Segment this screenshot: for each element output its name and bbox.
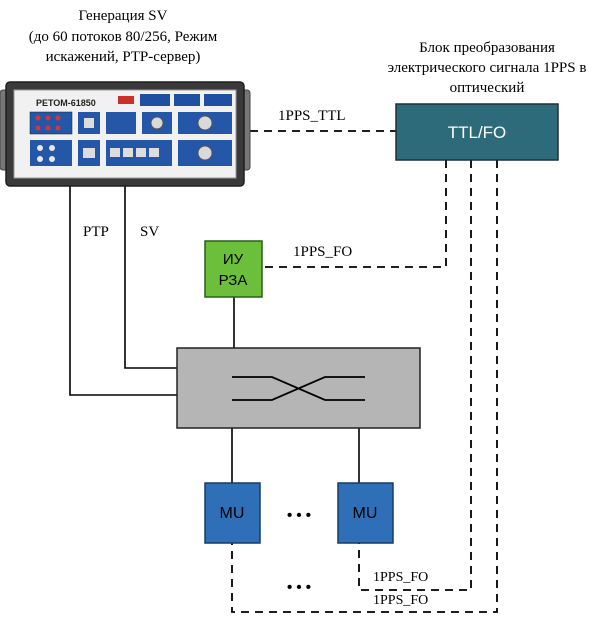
device-port [45,125,51,131]
fo-mu2-link-label: 1PPS_FO [373,570,428,585]
ptp-link-label: PTP [83,224,109,240]
iu-rza-box [204,240,263,298]
fo-iu-link-label: 1PPS_FO [293,244,352,260]
device-port [37,145,43,151]
device-panel [140,94,170,106]
switch-symbol [232,376,365,401]
dashed-links [231,130,498,613]
device-port [35,125,41,131]
switch-path [232,376,365,401]
mu2-label: MU [353,505,378,522]
mu1-box [204,482,261,544]
converter-box [395,103,559,161]
iu-rza-label-line2: РЗА [219,272,248,289]
device-port [197,145,213,161]
device-port [49,145,55,151]
ttl-link-label: 1PPS_TTL [278,108,346,124]
device-label: РЕТОМ-61850 [36,98,96,108]
generator-caption-line3: искажений, PTP-сервер) [46,49,201,65]
retom-device: РЕТОМ-61850 [0,81,251,187]
device-port [37,156,43,162]
converter-caption-line1: Блок преобразования [419,40,555,56]
device-port [55,115,61,121]
device-port [83,148,95,158]
mu1-label: MU [220,505,245,522]
device-module [29,111,73,135]
device-port [49,156,55,162]
solid-links [69,186,360,483]
device-panel [204,94,232,106]
converter-label: TTL/FO [448,123,507,142]
fo-iu-dashed-line [262,160,447,268]
converter-caption-line3: оптический [450,80,525,96]
generator-caption-line1: Генерация SV [79,8,168,24]
ptp-line [69,186,177,396]
sv-link-label: SV [140,224,159,240]
device-panel [174,94,200,106]
mu2-box [337,482,394,544]
iu-rza-label-line1: ИУ [223,251,244,268]
device-port [123,148,133,157]
fo-mu1-dashed-line [231,160,498,613]
converter-caption-line2: электрического сигнала 1PPS в [388,60,587,76]
device-port [110,148,120,157]
bottom-ellipsis: • • • [287,579,311,596]
device-module [30,140,72,166]
device-port [45,115,51,121]
fo-mu2-dashed-line [358,160,472,591]
device-module [106,112,136,134]
device-port [136,148,146,157]
sv-line [124,186,177,369]
device-port [84,118,94,128]
mu-ellipsis: • • • [287,507,311,524]
generator-caption-line2: (до 60 потоков 80/256, Режим [29,29,218,45]
device-indicator [118,96,134,104]
device-port [55,125,61,131]
device-port [149,148,159,157]
device-port [35,115,41,121]
device-port [150,116,164,130]
device-port [197,115,213,131]
fo-mu1-link-label: 1PPS_FO [373,593,428,608]
